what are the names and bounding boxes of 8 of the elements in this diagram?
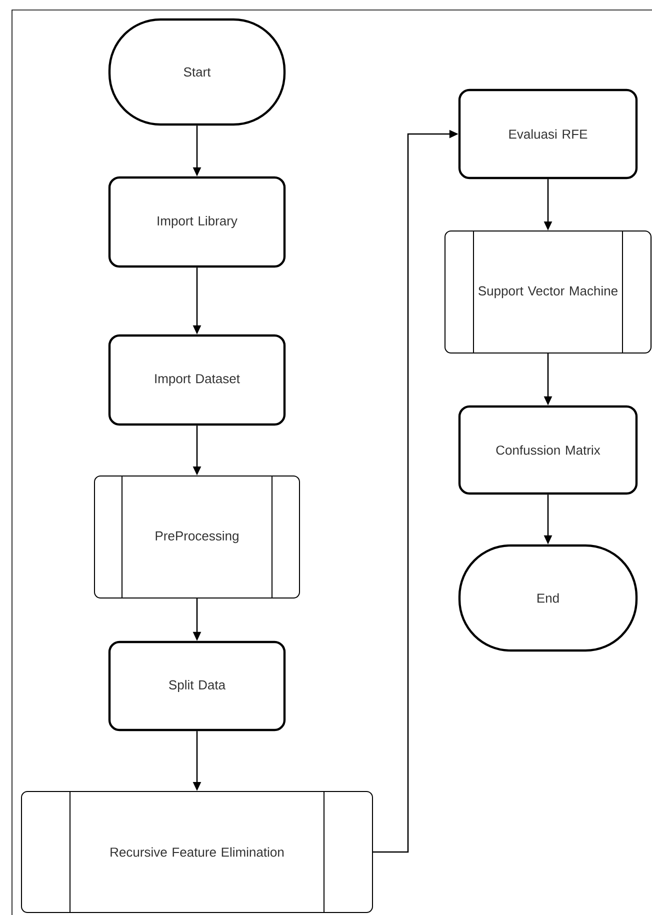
subprocess-box: Support Vector Machine	[444, 230, 652, 354]
process-box: Confussion Matrix	[458, 405, 638, 495]
process-box: Split Data	[108, 640, 286, 732]
process-box: Evaluasi RFE	[458, 88, 638, 180]
process-box: Import Library	[108, 176, 286, 268]
subprocess-box: Recursive Feature Elimination	[21, 790, 373, 914]
subprocess-box: PreProcessing	[94, 475, 300, 599]
process-box: Import Dataset	[108, 334, 286, 426]
